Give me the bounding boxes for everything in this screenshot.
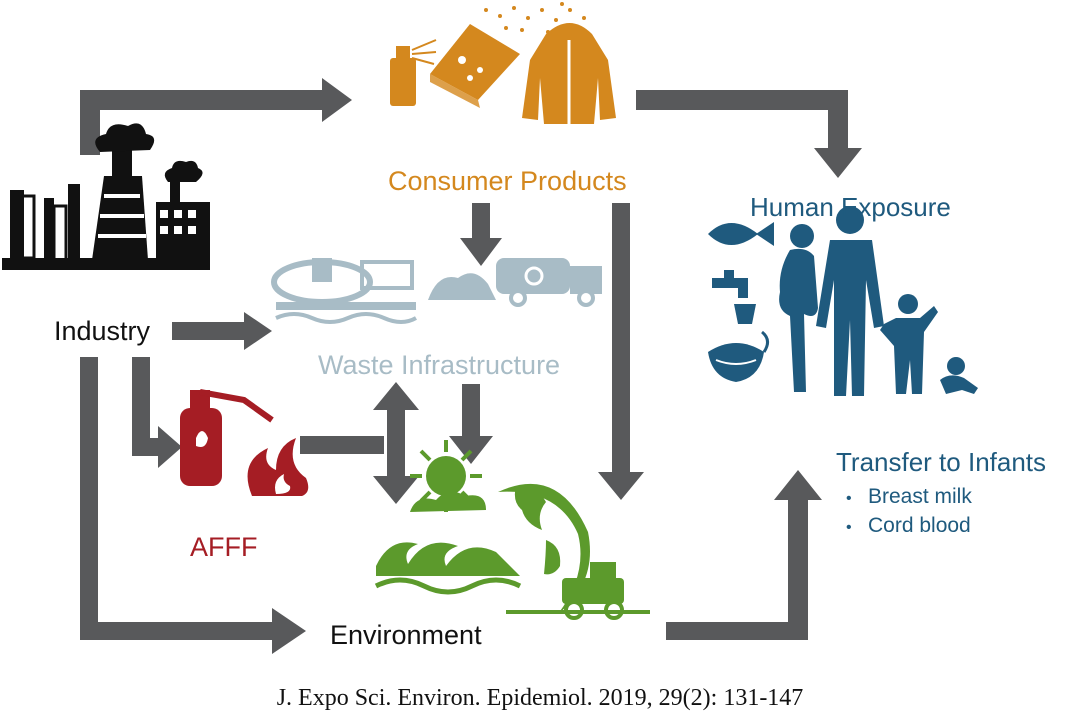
arrow-environment-to-human [666,470,822,640]
transfer-item-breast-milk: Breast milk [846,482,972,511]
globe-icon [498,483,590,614]
fire-extinguisher-icon [180,389,274,486]
arrow-afff-to-junction [300,436,384,454]
arrow-industry-to-waste [172,312,272,350]
garbage-truck-icon [496,258,602,307]
treatment-plant-icon [271,258,417,324]
afff-label: AFFF [190,532,258,562]
afff-icons [180,389,309,496]
citation: J. Expo Sci. Environ. Epidemiol. 2019, 2… [276,685,804,711]
arrow-consumer-to-environment [598,203,644,500]
arrow-industry-to-consumer [80,78,352,155]
consumer-products-icons [390,2,616,124]
tractor-icon [506,562,650,620]
environment-icons [374,440,650,620]
arrow-consumer-to-human [636,90,862,178]
arrow-industry-to-afff [132,357,182,468]
waste-infrastructure-label: Waste Infrastructure [318,350,561,380]
spray-can-icon [390,39,437,106]
factory-icon [2,123,210,270]
spray-dots [484,2,586,34]
landfill-icon [428,273,496,300]
flame-icon [247,438,309,496]
cloud-shape [410,491,486,512]
arrow-consumer-to-waste [460,203,502,266]
faucet-icon [712,270,756,324]
rain-jacket-icon [522,23,616,124]
transfer-to-infants-label: Transfer to Infants [836,447,1047,477]
waste-infrastructure-icons [271,258,602,324]
fish-icon [708,222,774,246]
flow-arrows [80,78,862,654]
arrow-waste-to-environment [449,384,493,464]
arrow-waste-environment-double [373,382,419,504]
wave-icon [374,542,522,595]
human-exposure-label: Human Exposure [750,192,951,222]
human-exposure-icons [708,206,978,396]
industry-label: Industry [54,316,151,346]
dust-mask-icon [708,330,769,382]
transfer-item-cord-blood: Cord blood [846,511,972,540]
arrow-industry-to-environment [80,357,306,654]
sun-icon [410,440,482,512]
pizza-box-icon [430,24,520,108]
family-icon [779,206,978,396]
transfer-list: Breast milk Cord blood [846,482,972,540]
environment-label: Environment [330,620,482,650]
consumer-products-label: Consumer Products [388,166,627,196]
